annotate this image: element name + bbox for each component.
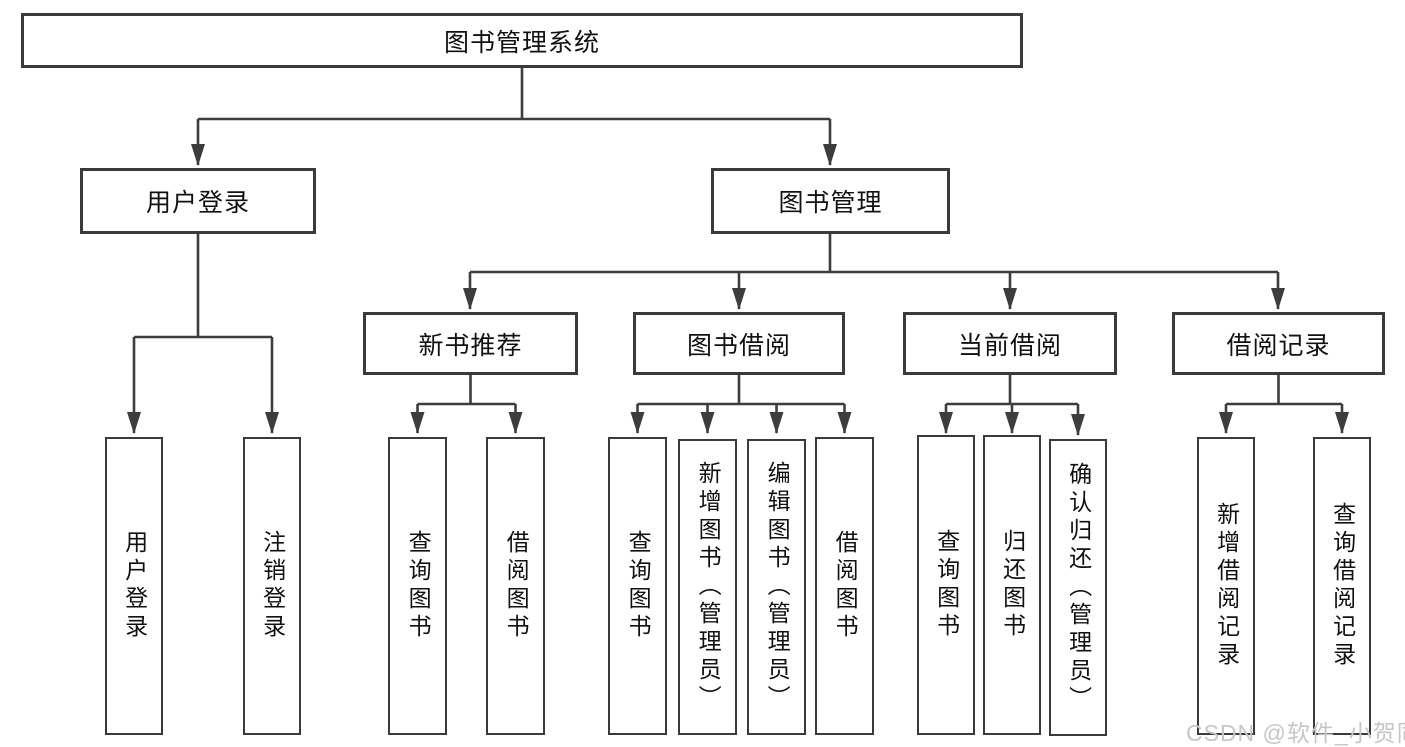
node-root: 图书管理系统 xyxy=(21,13,1023,68)
leaf-records-query: 查询借阅记录 xyxy=(1313,437,1371,735)
leaf-logout-label: 注销登录 xyxy=(259,530,286,642)
leaf-borrow-query: 查询图书 xyxy=(608,437,667,735)
connector-current-borrow-to-leaves xyxy=(946,375,1078,406)
leaf-current-query-label: 查询图书 xyxy=(933,529,960,641)
node-book-management: 图书管理 xyxy=(711,168,950,234)
leaf-current-confirm-admin: 确认归还（管理员） xyxy=(1049,439,1107,736)
node-current-borrow-label: 当前借阅 xyxy=(957,331,1062,360)
leaf-current-query: 查询图书 xyxy=(917,435,975,735)
leaf-current-return-label: 归还图书 xyxy=(999,529,1026,641)
node-new-books: 新书推荐 xyxy=(363,312,578,375)
node-borrow-records-label: 借阅记录 xyxy=(1226,331,1331,360)
leaf-borrow-edit-admin: 编辑图书（管理员） xyxy=(747,439,806,735)
node-current-borrow: 当前借阅 xyxy=(903,312,1117,375)
leaf-records-add: 新增借阅记录 xyxy=(1197,437,1255,735)
leaf-borrow-add-admin-label: 新增图书（管理员） xyxy=(695,461,722,713)
leaf-newbooks-query-label: 查询图书 xyxy=(405,530,432,642)
leaf-borrow-edit-admin-label: 编辑图书（管理员） xyxy=(764,461,791,713)
leaf-borrow-borrow: 借阅图书 xyxy=(815,437,874,735)
connector-root-to-level2 xyxy=(198,68,830,121)
node-new-books-label: 新书推荐 xyxy=(418,331,523,360)
node-root-label: 图书管理系统 xyxy=(443,28,600,57)
leaf-records-query-label: 查询借阅记录 xyxy=(1329,502,1356,670)
leaf-current-confirm-admin-label: 确认归还（管理员） xyxy=(1065,461,1092,714)
connector-borrow-records-to-leaves xyxy=(1226,375,1342,406)
connector-new-books-to-leaves xyxy=(417,375,516,406)
connector-book-borrow-to-leaves xyxy=(637,375,845,406)
leaf-newbooks-borrow-label: 借阅图书 xyxy=(503,530,530,642)
node-borrow-records: 借阅记录 xyxy=(1172,312,1385,375)
node-book-borrow: 图书借阅 xyxy=(633,312,845,375)
leaf-records-add-label: 新增借阅记录 xyxy=(1213,502,1240,670)
node-book-borrow-label: 图书借阅 xyxy=(686,331,791,360)
node-user-login-label: 用户登录 xyxy=(145,189,250,217)
connector-user-login-to-leaves xyxy=(134,234,272,339)
leaf-newbooks-borrow: 借阅图书 xyxy=(486,437,545,735)
leaf-borrow-add-admin: 新增图书（管理员） xyxy=(678,439,737,735)
watermark: CSDN @软件_小贺同学 xyxy=(1186,720,1405,746)
leaf-user-login-label: 用户登录 xyxy=(121,530,148,642)
leaf-borrow-borrow-label: 借阅图书 xyxy=(832,530,859,642)
leaf-newbooks-query: 查询图书 xyxy=(388,437,447,735)
connector-book-management-to-level3 xyxy=(470,234,1278,274)
node-book-management-label: 图书管理 xyxy=(778,189,883,217)
leaf-borrow-query-label: 查询图书 xyxy=(625,530,652,642)
leaf-user-login: 用户登录 xyxy=(105,437,163,735)
leaf-logout: 注销登录 xyxy=(243,437,301,735)
node-user-login: 用户登录 xyxy=(80,168,316,234)
leaf-current-return: 归还图书 xyxy=(983,435,1041,735)
